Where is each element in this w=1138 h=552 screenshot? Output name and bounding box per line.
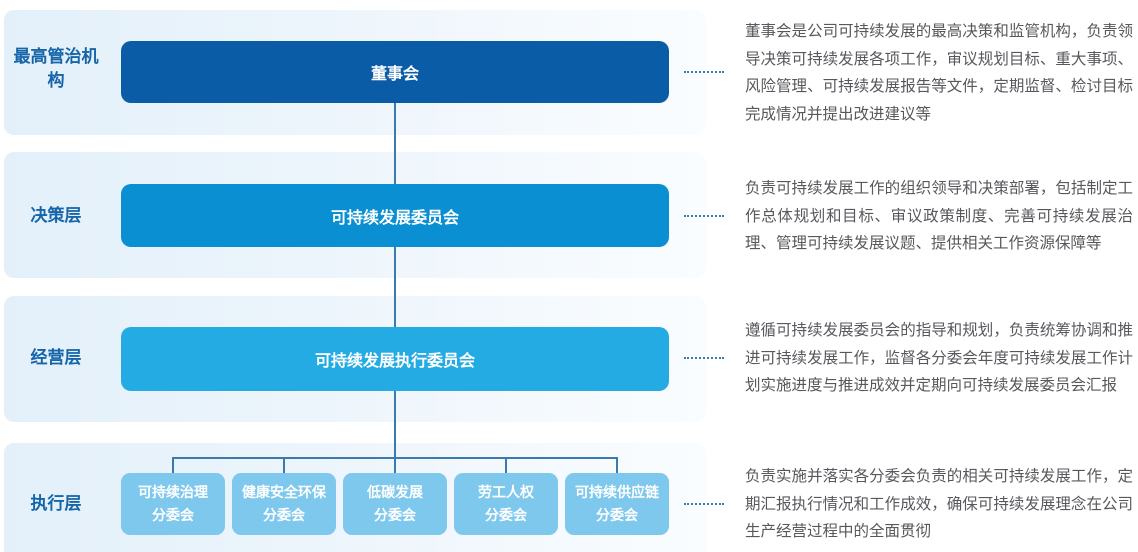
level-description-operation: 遵循可持续发展委员会的指导和规划，负责统筹协调和推进可持续发展工作，监督各分委会… — [745, 322, 1133, 394]
subcommittee-name: 低碳发展 — [367, 484, 423, 500]
dotted-leader — [684, 357, 724, 359]
subcommittee-suffix: 分委会 — [596, 507, 638, 523]
level-description-decision: 负责可持续发展工作的组织领导和决策部署，包括制定工作总体规划和目标、审议政策制度… — [745, 180, 1133, 252]
connector-stub — [505, 457, 507, 473]
org-box-executive-committee: 可持续发展执行委员会 — [121, 327, 669, 391]
level-label-governance: 最高管治机构 — [13, 47, 99, 90]
org-box-subcommittee: 低碳发展 分委会 — [343, 473, 447, 535]
connector-rail — [172, 457, 618, 459]
connector-stub — [172, 457, 174, 473]
level-description-execution: 负责实施并落实各分委会负责的相关可持续发展工作，定期汇报执行情况和工作成效，确保… — [745, 468, 1133, 540]
connector-stub — [283, 457, 285, 473]
org-box-subcommittee: 劳工人权 分委会 — [454, 473, 558, 535]
dotted-leader — [684, 215, 724, 217]
subcommittee-suffix: 分委会 — [263, 507, 305, 523]
level-label-decision: 决策层 — [30, 206, 82, 225]
subcommittee-suffix: 分委会 — [374, 507, 416, 523]
connector-line — [394, 247, 396, 327]
level-label-operation: 经营层 — [30, 348, 82, 367]
level-label-execution: 执行层 — [30, 494, 82, 513]
connector-line — [394, 391, 396, 473]
subcommittee-name: 健康安全环保 — [242, 484, 326, 500]
connector-line — [394, 103, 396, 184]
org-box-sustainability-committee: 可持续发展委员会 — [121, 184, 669, 247]
subcommittee-name: 劳工人权 — [478, 484, 534, 500]
subcommittee-suffix: 分委会 — [152, 507, 194, 523]
org-box-subcommittee: 健康安全环保 分委会 — [232, 473, 336, 535]
dotted-leader — [684, 71, 724, 73]
dotted-leader — [684, 503, 724, 505]
org-box-subcommittee: 可持续供应链 分委会 — [565, 473, 669, 535]
org-box-subcommittee: 可持续治理 分委会 — [121, 473, 225, 535]
subcommittee-name: 可持续供应链 — [575, 484, 659, 500]
level-description-governance: 董事会是公司可持续发展的最高决策和监管机构，负责领导决策可持续发展各项工作，审议… — [745, 23, 1133, 123]
org-box-board: 董事会 — [121, 41, 669, 103]
subcommittee-suffix: 分委会 — [485, 507, 527, 523]
subcommittee-name: 可持续治理 — [138, 484, 208, 500]
connector-stub — [616, 457, 618, 473]
